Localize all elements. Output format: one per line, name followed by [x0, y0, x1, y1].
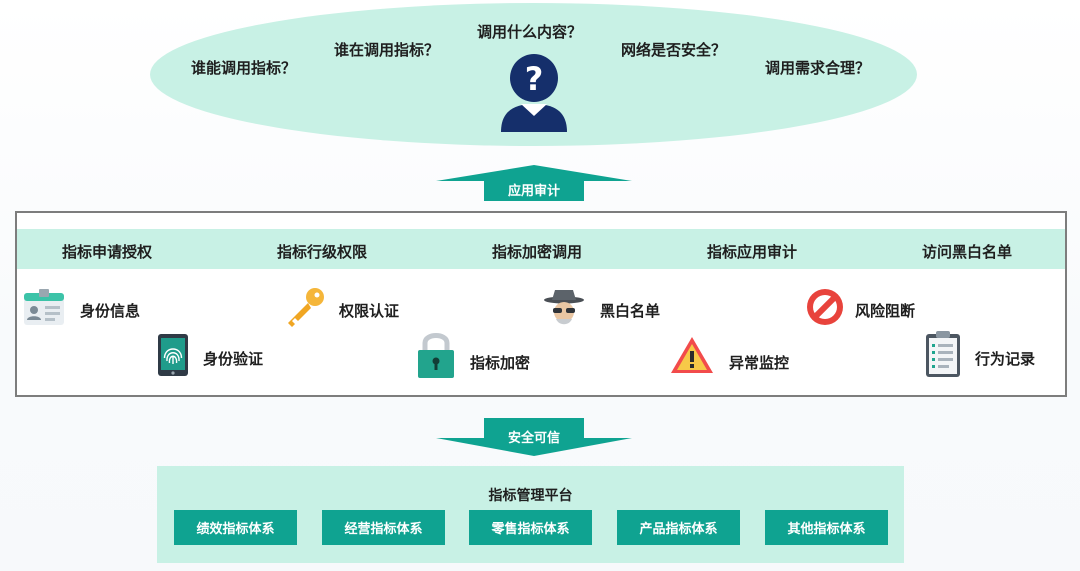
prohibited-icon: [807, 289, 843, 325]
feature-metric-encryption: 指标加密: [470, 354, 531, 372]
feature-black-white-list: 黑白名单: [600, 302, 661, 320]
feature-identity-verification: 身份验证: [203, 350, 264, 368]
question-who-can-call: 谁能调用指标？: [191, 59, 297, 77]
platform-title: 指标管理平台: [488, 488, 573, 504]
clipboard-icon: [926, 331, 960, 377]
system-operations: 经营指标体系: [322, 510, 445, 545]
fingerprint-icon: [158, 334, 188, 376]
audit-arrow-label: 应用审计: [507, 184, 560, 199]
audit-arrow-up: [436, 165, 632, 201]
feature-identity-info: 身份信息: [80, 302, 141, 320]
trust-arrow-label: 安全可信: [507, 431, 560, 446]
padlock-icon: [418, 333, 454, 378]
question-request-reasonable: 调用需求合理？: [765, 59, 871, 77]
header-access-blackwhite-list: 访问黑白名单: [922, 243, 1013, 261]
svg-text:?: ?: [525, 60, 544, 98]
key-icon: [288, 288, 324, 327]
anonymous-user-icon: ?: [501, 54, 567, 132]
header-application-audit: 指标应用审计: [707, 243, 798, 261]
feature-permission-auth: 权限认证: [339, 302, 400, 320]
system-other: 其他指标体系: [765, 510, 888, 545]
id-card-icon: [24, 289, 64, 325]
capability-header-band: [17, 229, 1065, 269]
header-apply-authorization: 指标申请授权: [62, 243, 153, 261]
system-performance: 绩效指标体系: [174, 510, 297, 545]
system-retail: 零售指标体系: [469, 510, 592, 545]
trust-arrow-down: [436, 418, 632, 456]
feature-behavior-log: 行为记录: [975, 350, 1036, 368]
system-product: 产品指标体系: [617, 510, 740, 545]
spy-icon: [544, 290, 584, 325]
warning-icon: [671, 337, 713, 373]
question-what-content: 调用什么内容？: [477, 23, 583, 41]
feature-anomaly-monitor: 异常监控: [729, 354, 790, 372]
header-row-level-permission: 指标行级权限: [277, 243, 368, 261]
question-network-safe: 网络是否安全？: [621, 41, 727, 59]
question-who-is-calling: 谁在调用指标？: [334, 41, 440, 59]
header-encrypted-call: 指标加密调用: [492, 243, 583, 261]
feature-risk-block: 风险阻断: [855, 302, 916, 320]
